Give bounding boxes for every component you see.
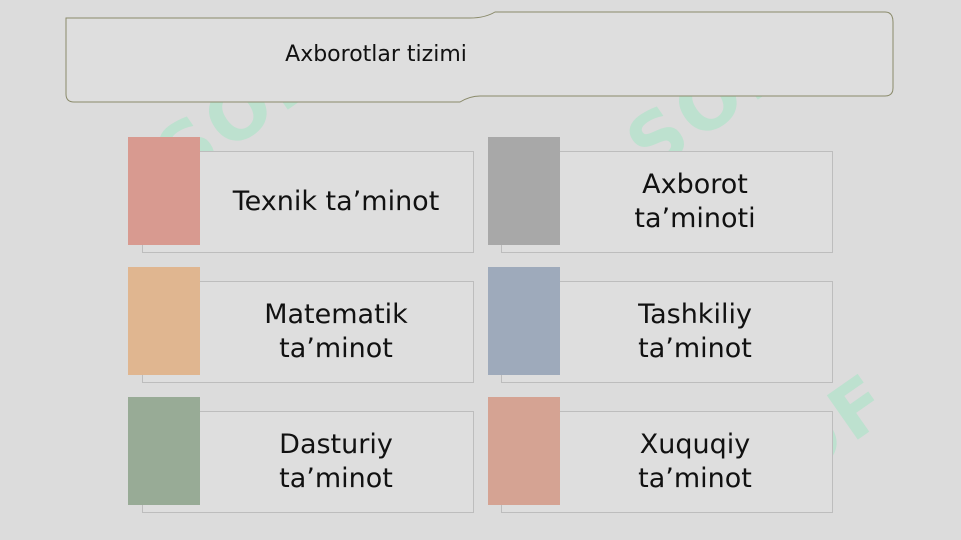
title-banner: Axborotlar tizimi <box>0 0 961 110</box>
card-label-xuquqiy: Xuquqiy ta’minot <box>638 429 752 494</box>
card-label-axborot: Axborot ta’minoti <box>634 169 756 234</box>
page-title: Axborotlar tizimi <box>285 42 467 67</box>
card-label-dasturiy: Dasturiy ta’minot <box>279 429 393 494</box>
color-swatch-axborot <box>488 137 560 245</box>
color-swatch-dasturiy <box>128 397 200 505</box>
color-swatch-texnik <box>128 137 200 245</box>
banner-scroll-shape <box>65 11 894 103</box>
card-label-texnik: Texnik ta’minot <box>232 186 440 217</box>
color-swatch-matematik <box>128 267 200 375</box>
color-swatch-xuquqiy <box>488 397 560 505</box>
card-label-tashkiliy: Tashkiliy ta’minot <box>638 299 752 364</box>
card-label-matematik: Matematik ta’minot <box>264 299 408 364</box>
color-swatch-tashkiliy <box>488 267 560 375</box>
